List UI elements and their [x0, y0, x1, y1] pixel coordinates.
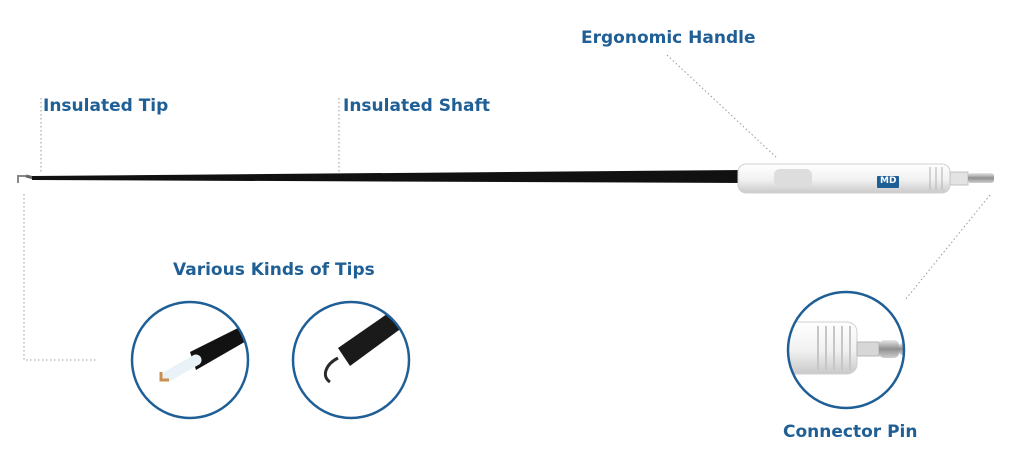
- label-insulated-shaft: Insulated Shaft: [343, 96, 491, 116]
- label-various-tips: Various Kinds of Tips: [173, 260, 375, 280]
- label-connector-pin: Connector Pin: [783, 422, 918, 442]
- connector-pin: [949, 171, 994, 186]
- connector-detail-circle: [786, 290, 906, 410]
- leader-handle: [666, 54, 778, 159]
- handle-logo: MD: [877, 176, 900, 188]
- label-insulated-tip: Insulated Tip: [43, 96, 169, 116]
- instrument-handle: [737, 163, 951, 194]
- instrument-shaft: [32, 170, 745, 183]
- leader-various-tips: [23, 194, 97, 361]
- leader-lines: [23, 54, 991, 361]
- instrument-tip: [17, 174, 35, 183]
- leader-connector: [904, 194, 991, 301]
- tip-detail-circle-l-hook: [130, 300, 250, 420]
- label-ergonomic-handle: Ergonomic Handle: [581, 28, 756, 48]
- tip-detail-circle-j-hook: [291, 300, 411, 420]
